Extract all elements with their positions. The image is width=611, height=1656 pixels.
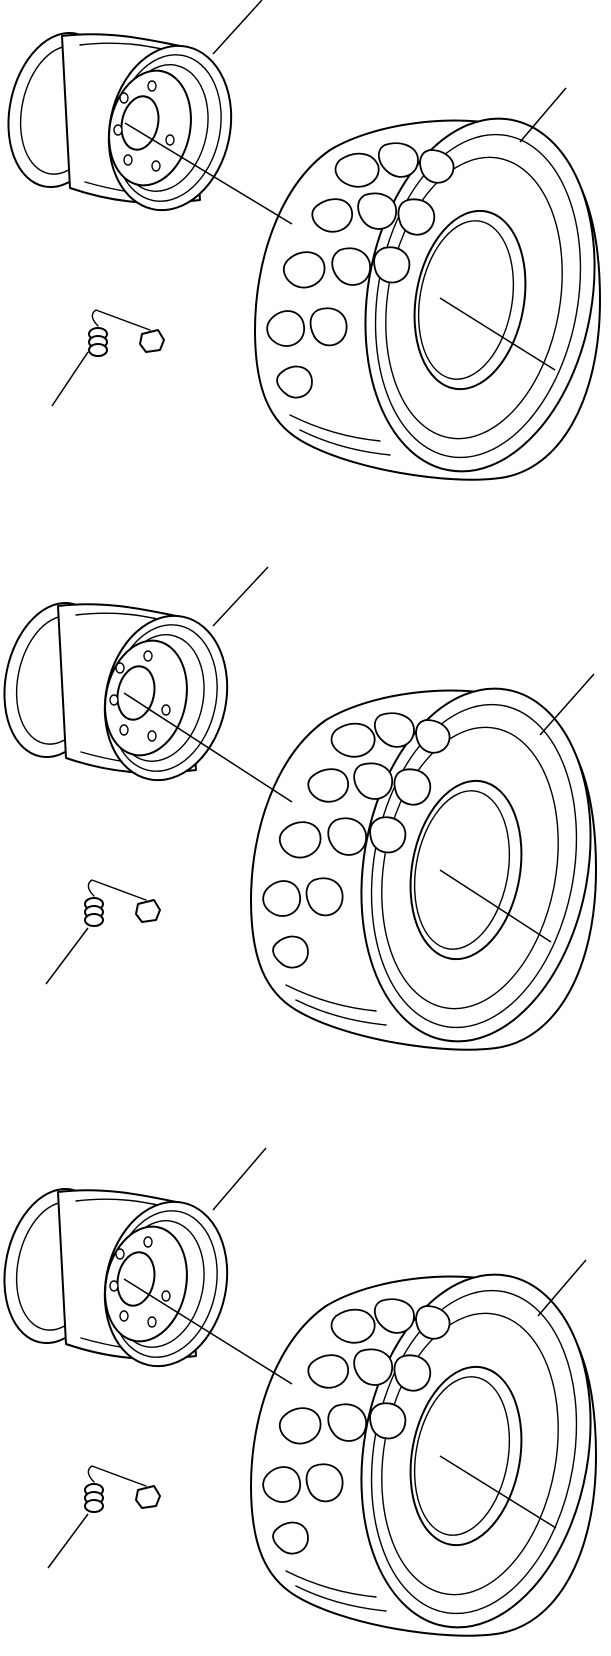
valve-3	[84, 1465, 161, 1513]
wheel-assembly-2	[0, 566, 611, 1061]
wheel-assembly-3	[0, 1147, 611, 1647]
valve-1	[88, 309, 165, 357]
tire-1	[254, 99, 611, 491]
rim-2	[0, 592, 243, 793]
rim-1	[0, 22, 247, 223]
rim-3	[0, 1178, 243, 1379]
leader-lines-1	[51, 0, 567, 407]
leader-lines-2	[45, 566, 595, 985]
tire-3	[250, 1255, 611, 1647]
tire-2	[250, 669, 611, 1061]
leader-lines-3	[47, 1147, 587, 1569]
valve-2	[84, 879, 161, 927]
wheel-assembly-1	[0, 0, 611, 491]
